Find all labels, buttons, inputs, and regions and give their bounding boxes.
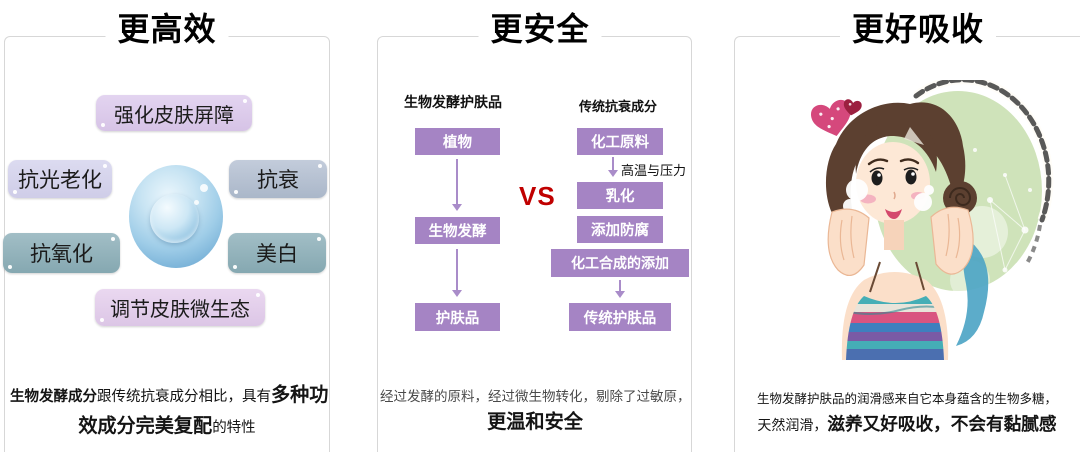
footer-line: 生物发酵护肤品的润滑感来自它本身蕴含的生物多糖，	[756, 392, 1057, 406]
pill-anti-aging: 抗衰	[229, 160, 327, 198]
eye	[905, 169, 917, 185]
footer-line: 生物发酵成分跟传统抗衰成分相比，具有多种功	[10, 385, 329, 406]
chain-border-icon	[1024, 224, 1042, 267]
face	[856, 142, 930, 224]
flow-box-bio-fermentation: 生物发酵	[415, 217, 500, 244]
down-arrow-icon	[615, 280, 625, 298]
pill-anti-photoaging: 抗光老化	[8, 160, 112, 198]
arrow-label-heat-pressure: 高温与压力	[621, 163, 687, 178]
eyebrow	[899, 158, 920, 165]
hand-left	[827, 208, 870, 276]
card-safety	[377, 36, 692, 452]
pill-skin-barrier: 强化皮肤屏障	[96, 95, 252, 131]
camisole-strap	[869, 261, 925, 293]
fingers	[945, 213, 961, 259]
flow-box-synthetic-additives: 化工合成的添加	[551, 249, 689, 277]
hand-right	[930, 206, 974, 275]
pill-whitening: 美白	[228, 233, 326, 273]
flow-header-traditional: 传统抗衰成分	[579, 99, 658, 114]
vs-label: VS	[519, 181, 556, 211]
down-arrow-icon	[608, 157, 618, 177]
nose	[893, 191, 896, 200]
lips	[885, 209, 902, 219]
eye	[871, 170, 883, 186]
sparkle-dots	[957, 148, 1032, 308]
flow-box-skincare-product: 护肤品	[415, 303, 500, 331]
heart-icon	[843, 99, 862, 116]
water-bubble-image	[129, 165, 223, 268]
footer-line: 天然润滑，滋养又好吸收，不会有黏腻感	[757, 414, 1057, 434]
footer-text-safety: 经过发酵的原料，经过微生物转化，剔除了过敏原， 更温和安全	[380, 385, 691, 438]
column-title-safety: 更安全	[478, 4, 602, 50]
footer-line: 更温和安全	[487, 412, 583, 433]
down-arrow-icon	[452, 159, 462, 211]
pill-antioxidant: 抗氧化	[3, 233, 120, 273]
hair-curl	[954, 152, 962, 177]
hair	[825, 102, 966, 233]
eyelash	[869, 167, 919, 173]
chain-border-icon	[913, 80, 1052, 223]
down-arrow-icon	[452, 249, 462, 297]
footer-text-efficiency: 生物发酵成分跟传统抗衰成分相比，具有多种功效成分完美复配的特性	[10, 381, 329, 443]
sparkle-lines	[989, 174, 1026, 272]
pill-skin-microbiome: 调节皮肤微生态	[95, 289, 265, 326]
flow-box-traditional-product: 传统护肤品	[569, 303, 671, 331]
fingers	[839, 215, 855, 261]
flow-box-emulsification: 乳化	[577, 182, 663, 209]
neck	[884, 220, 904, 250]
footer-line: 效成分完美复配的特性	[78, 416, 256, 437]
hair-clip	[904, 127, 924, 145]
bubble-highlight	[199, 183, 208, 192]
flow-box-plant: 植物	[415, 128, 500, 155]
flow-header-bio-fermented: 生物发酵护肤品	[404, 94, 502, 110]
heart-icon	[811, 99, 851, 137]
hair-bun	[943, 181, 977, 215]
footer-text-absorption: 生物发酵护肤品的润滑感来自它本身蕴含的生物多糖， 天然润滑，滋养又好吸收，不会有黏…	[742, 387, 1072, 438]
column-title-absorption: 更好吸收	[839, 4, 997, 50]
footer-line: 经过发酵的原料，经过微生物转化，剔除了过敏原，	[380, 389, 691, 404]
eye-highlight	[911, 172, 915, 176]
woman-washing-face-illustration	[811, 80, 1054, 360]
eyebrow	[867, 158, 889, 166]
column-title-efficiency: 更高效	[105, 4, 229, 50]
hair-bun-spiral	[949, 187, 972, 206]
flow-box-chemical-raw: 化工原料	[577, 128, 663, 155]
water-droplet	[149, 193, 199, 244]
flow-box-preservatives: 添加防腐	[577, 216, 663, 243]
bubble-highlight	[193, 200, 199, 206]
eye-highlight	[877, 173, 881, 177]
hair-fringe	[855, 120, 937, 174]
